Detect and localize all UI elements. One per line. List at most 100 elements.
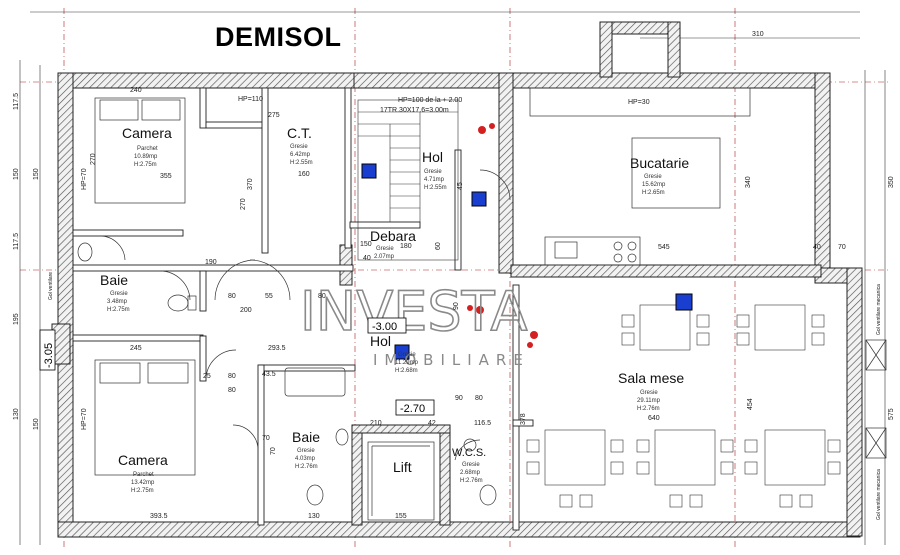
dim-label: 150 (360, 241, 372, 248)
dim-label: 160 (298, 171, 310, 178)
room-area: 11.29mp (395, 360, 419, 366)
room-height: H:2.75m (131, 488, 154, 494)
dim-label: 80 (228, 387, 236, 394)
room-height: H:2.75m (134, 162, 157, 168)
dimension-lines (19, 11, 886, 545)
dim-label: 210 (370, 420, 382, 427)
level-left: -3.05 (43, 343, 55, 368)
dim-label: 575 (888, 408, 895, 420)
room-name: Hol (370, 333, 391, 349)
room-height: H:2.76m (637, 406, 660, 412)
level-markers: -3.00 -2.70 -3.05 (39, 317, 435, 416)
room-finish: Parchet (133, 472, 154, 478)
dim-label: 150 (13, 168, 20, 180)
dim-label: 116.5 (474, 420, 491, 427)
room-name: Baie (292, 429, 320, 445)
doors (99, 169, 511, 461)
bed-furniture (94, 97, 196, 476)
dim-label: 200 (240, 307, 252, 314)
dining-furniture (526, 304, 841, 508)
kitchen-fixtures (529, 87, 751, 266)
hp-label: HP=70 (81, 168, 88, 190)
dim-label: 275 (268, 112, 280, 119)
dim-label: 454 (747, 398, 754, 410)
room-height: H:2.75m (107, 307, 130, 313)
room-name: Sala mese (618, 370, 684, 386)
dim-label: 545 (658, 244, 670, 251)
room-finish: Gresie (398, 352, 416, 358)
dim-label: 180 (400, 243, 412, 250)
outer-walls (51, 21, 863, 538)
staircase (357, 99, 459, 261)
room-height: H:2.68m (395, 368, 418, 374)
room-finish: Gresie (462, 462, 480, 468)
dim-label: 155 (395, 513, 407, 520)
dim-label: 70 (838, 244, 846, 251)
room-finish: Gresie (376, 246, 394, 252)
room-height: H:2.55m (290, 160, 313, 166)
room-name: Baie (100, 272, 128, 288)
room-name: W.C.S. (452, 447, 486, 459)
watermark-brand: INVESTA (300, 280, 527, 343)
room-name: Camera (118, 452, 168, 468)
room-area: 6.42mp (290, 152, 311, 158)
dim-label: 393.5 (150, 513, 168, 520)
room-finish: Parchet (137, 146, 158, 152)
dim-label: 55 (265, 293, 273, 300)
watermark-sub: IMOBILIARE (373, 351, 530, 369)
level-lower: -2.70 (400, 403, 425, 415)
room-finish: Gresie (644, 174, 662, 180)
dim-label: 25 (203, 373, 211, 380)
blue-markers (361, 163, 693, 360)
dim-label: 195 (13, 313, 20, 325)
dim-label: 60 (435, 242, 442, 250)
side-label: Gol ventilare mecanica (876, 469, 882, 520)
dim-label: 117.5 (13, 233, 20, 250)
dim-label: 42 (428, 420, 436, 427)
dim-label: 117.5 (13, 93, 20, 110)
dim-label: 370 (247, 178, 254, 190)
dim-label: 45 (457, 182, 464, 190)
axis-lines (20, 8, 890, 550)
dim-label: 378 (520, 413, 527, 425)
dim-label: 80 (318, 293, 326, 300)
dim-label: 130 (308, 513, 320, 520)
dim-label: 340 (745, 176, 752, 188)
room-area: 29.11mp (637, 398, 661, 404)
room-finish: Gresie (424, 169, 442, 175)
dim-label: 245 (130, 345, 142, 352)
dim-label: 40 (813, 244, 821, 251)
room-height: H:2.55m (424, 185, 447, 191)
room-area: 4.03mp (295, 456, 316, 462)
dim-label: 70 (270, 447, 277, 455)
stair-spec: 17TR.30X17.6=3.00m (380, 107, 449, 114)
dim-label: 240 (130, 87, 142, 94)
dim-label: 150 (33, 168, 40, 180)
room-height: H:2.65m (642, 190, 665, 196)
room-area: 3.48mp (107, 299, 128, 305)
dim-label: 190 (205, 259, 217, 266)
dim-label: 80 (228, 293, 236, 300)
dim-label: 70 (262, 435, 270, 442)
side-label: Gol ventilare (48, 272, 54, 300)
dim-label: 640 (648, 415, 660, 422)
room-area: 15.62mp (642, 182, 666, 188)
room-name: Hol (422, 149, 443, 165)
hp-label: HP=110 (238, 96, 263, 103)
plan-title: DEMISOL (215, 22, 342, 52)
dim-label: 43.5 (262, 371, 276, 378)
dim-label: 80 (475, 395, 483, 402)
dim-label: 150 (33, 418, 40, 430)
dim-label: 130 (13, 408, 20, 420)
room-finish: Gresie (290, 144, 308, 150)
watermark: INVESTA IMOBILIARE (299, 279, 530, 369)
room-labels: Camera Parchet 10.89mp H:2.75m C.T. Gres… (100, 125, 689, 494)
ventilation-shafts (865, 339, 887, 459)
side-label: Gol ventilare mecanica (876, 284, 882, 335)
dim-label: 350 (888, 176, 895, 188)
room-finish: Gresie (297, 448, 315, 454)
room-area: 13.42mp (131, 480, 155, 486)
room-area: 2.68mp (460, 470, 481, 476)
dimensions: 240 275 310 355 160 190 545 40 70 80 55 … (13, 31, 895, 520)
dim-label: 310 (752, 31, 764, 38)
